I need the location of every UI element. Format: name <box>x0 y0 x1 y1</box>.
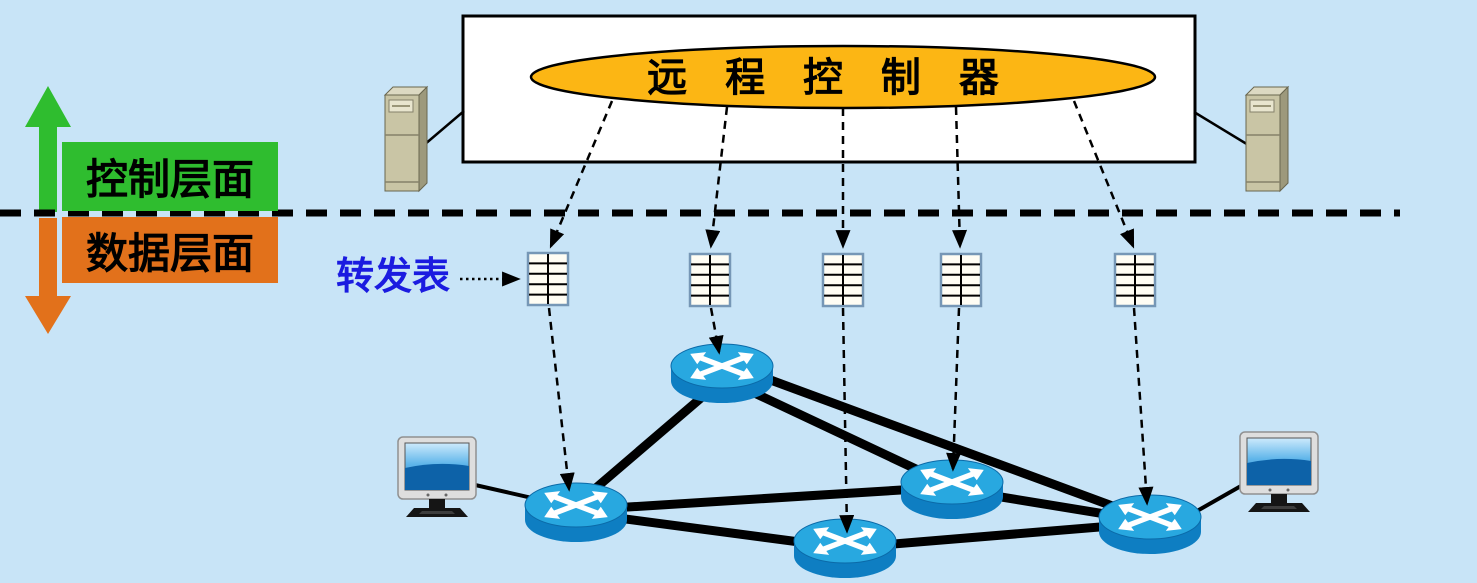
forwarding-table-icon <box>688 252 732 308</box>
dashed-arrow <box>708 307 724 355</box>
router-icon <box>793 518 897 579</box>
monitor-icon <box>397 436 477 518</box>
link-top-farright <box>736 363 1147 523</box>
router-icon <box>1098 494 1202 555</box>
remote-controller-label: 远 程 控 制 器 <box>647 55 1011 101</box>
forwarding-table-icon <box>821 252 865 308</box>
link-top-left <box>573 376 725 509</box>
dashed-arrow <box>547 307 575 492</box>
control-plane-label: 控制层面 <box>85 155 254 204</box>
forwarding-table-icon <box>939 252 983 308</box>
control-plane-badge: 控制层面 <box>62 142 278 211</box>
server-tower-icon <box>1245 86 1289 192</box>
forwarding-table-icon <box>1113 252 1157 308</box>
right-server-link <box>1193 110 1251 148</box>
dashed-arrow <box>1132 307 1154 506</box>
link-left-rightmid <box>579 482 951 515</box>
dashed-arrow <box>952 106 968 249</box>
left-server-link <box>423 110 465 146</box>
server-tower-icon <box>384 86 428 192</box>
dashed-arrow <box>705 106 729 249</box>
dashed-arrow <box>839 307 855 534</box>
router-icon <box>670 343 774 404</box>
forwarding-table-label: 转发表 <box>336 254 451 298</box>
router-icon <box>524 482 628 543</box>
control-plane-up-arrow-icon <box>25 86 71 212</box>
table-to-router-arrows <box>547 307 1154 534</box>
monitor-icon <box>1239 431 1319 513</box>
controller-to-table-arrows <box>549 100 1135 249</box>
dashed-arrow <box>1072 100 1135 249</box>
data-plane-label: 数据层面 <box>85 228 254 278</box>
forwarding-table-icon <box>526 251 570 307</box>
data-plane-badge: 数据层面 <box>62 217 278 283</box>
dashed-arrow <box>549 100 614 249</box>
data-plane-down-arrow-icon <box>25 218 71 334</box>
